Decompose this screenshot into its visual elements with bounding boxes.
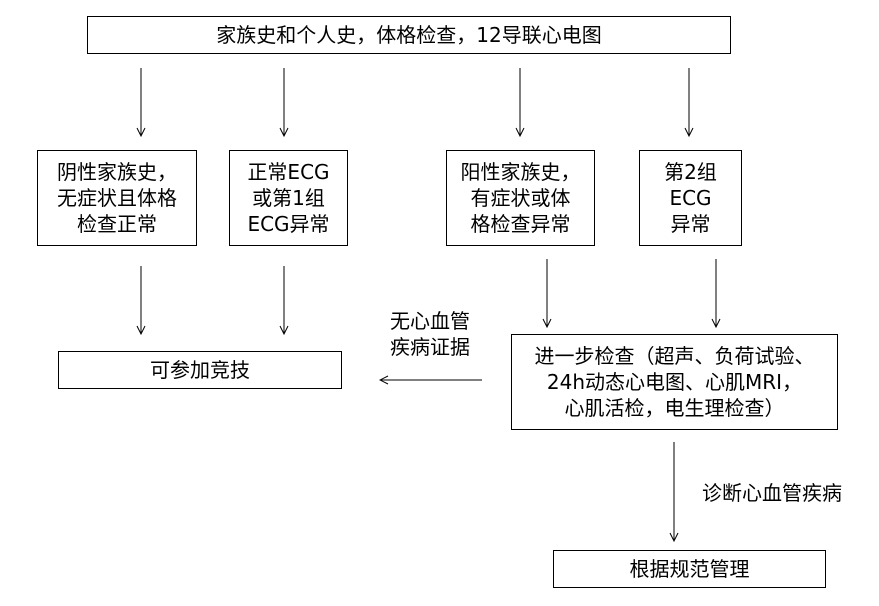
box-line: 心肌活检，电生理检查） [564, 396, 785, 420]
box-line: ECG异常 [247, 212, 330, 236]
edge-label-diagnose-cvd: 诊断心血管疾病 [702, 480, 874, 506]
top-box-text: 家族史和个人史，体格检查，12导联心电图 [216, 23, 602, 47]
box-line: 格检查异常 [470, 212, 571, 236]
negative-family-history-box: 阴性家族史， 无症状且体格 检查正常 [37, 150, 197, 246]
box-line: 检查正常 [77, 212, 157, 236]
box-line: 可参加竞技 [150, 358, 250, 382]
edge-label-line: 诊断心血管疾病 [702, 481, 842, 505]
edge-label-line: 疾病证据 [390, 335, 470, 359]
box-line: 正常ECG [247, 160, 330, 184]
box-line: 异常 [670, 212, 711, 236]
box-line: ECG [669, 186, 712, 210]
top-box: 家族史和个人史，体格检查，12导联心电图 [87, 16, 731, 54]
box-line: 阴性家族史， [57, 160, 177, 184]
edge-label-no-cvd: 无心血管 疾病证据 [378, 308, 482, 360]
group2-ecg-box: 第2组 ECG 异常 [639, 150, 742, 246]
positive-family-history-box: 阳性家族史， 有症状或体 格检查异常 [446, 150, 595, 246]
box-line: 或第1组 [252, 186, 325, 210]
edge-label-line: 无心血管 [390, 309, 470, 333]
further-exam-box: 进一步检查（超声、负荷试验、 24h动态心电图、心肌MRI， 心肌活检，电生理检… [511, 334, 838, 430]
normal-ecg-box: 正常ECG 或第1组 ECG异常 [229, 150, 348, 246]
box-line: 有症状或体 [470, 186, 571, 210]
can-compete-box: 可参加竞技 [58, 351, 342, 389]
box-line: 第2组 [664, 160, 717, 184]
box-line: 进一步检查（超声、负荷试验、 [534, 344, 815, 368]
box-line: 24h动态心电图、心肌MRI， [546, 370, 803, 394]
box-line: 阳性家族史， [460, 160, 581, 184]
manage-box: 根据规范管理 [553, 550, 826, 588]
box-line: 根据规范管理 [629, 557, 750, 581]
box-line: 无症状且体格 [57, 186, 177, 210]
